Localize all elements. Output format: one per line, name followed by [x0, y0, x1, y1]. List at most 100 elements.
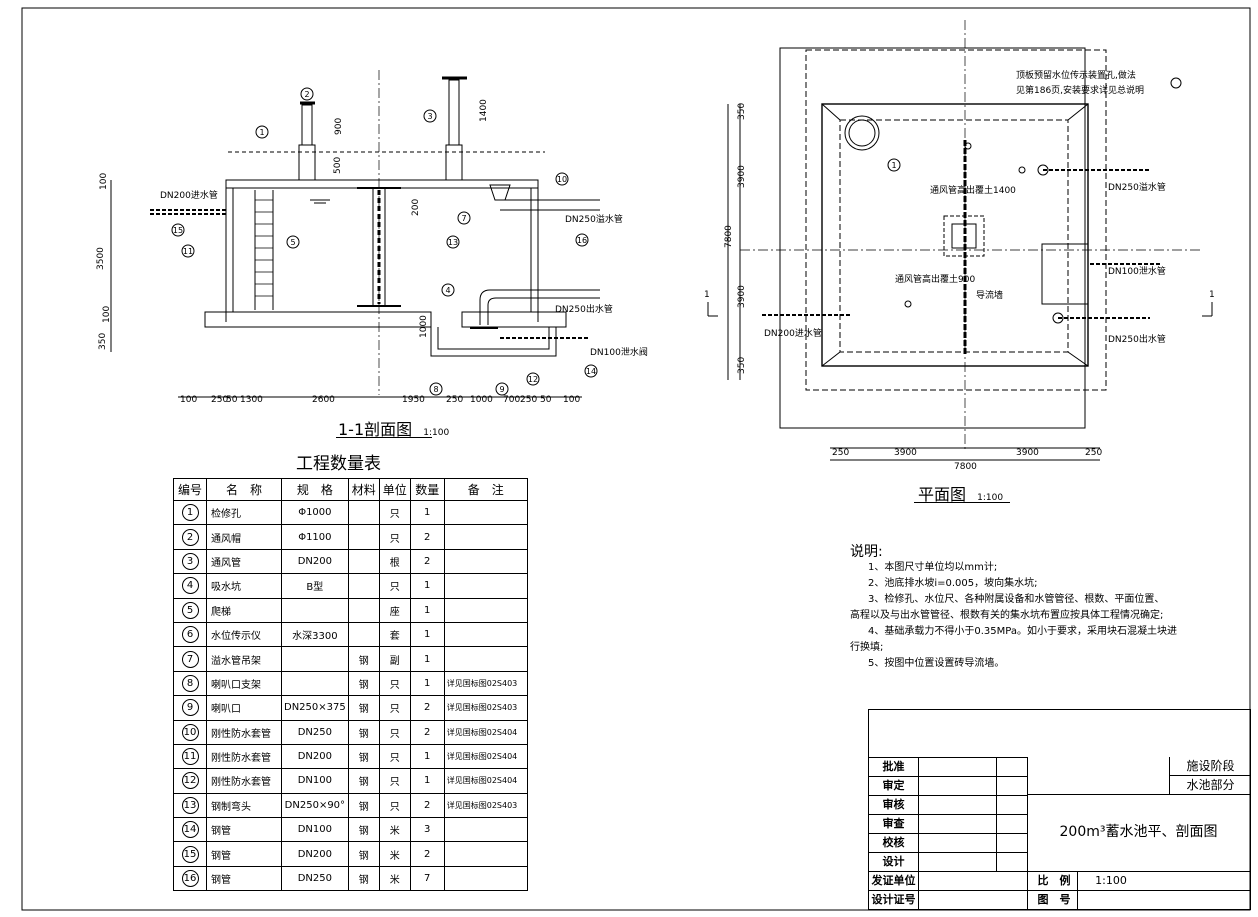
cell-spec: DN200 — [281, 743, 349, 770]
cell-no: 6 — [173, 621, 207, 648]
cell-note: 详见国标图02S404 — [443, 743, 528, 770]
cell-qty: 1 — [409, 646, 445, 672]
cell-name: 钢管 — [206, 841, 282, 867]
callout-15: 15 — [173, 226, 183, 235]
dim-s-50: 50 — [226, 395, 238, 405]
row-number-badge: 10 — [181, 723, 199, 741]
dim-s-100a: 100 — [180, 395, 197, 405]
cell-qty: 1 — [409, 573, 445, 599]
plan-labels: 顶板预留水位传示装置孔,做法 见第186页,安装要求详见总说明 通风管高出覆土1… — [704, 69, 1215, 472]
cell-note — [443, 817, 528, 843]
tb-line-d — [1077, 871, 1078, 909]
lbl-overflow: DN250溢水管 — [565, 213, 623, 225]
cell-no: 9 — [173, 695, 207, 721]
cell-no: 14 — [173, 817, 207, 843]
dim-s-250: 250 — [211, 395, 228, 405]
cell-no: 15 — [173, 841, 207, 867]
cell-no: 8 — [173, 670, 207, 697]
section-view — [110, 70, 600, 398]
plan-scale: 1:100 — [977, 493, 1004, 503]
row-number-badge: 14 — [181, 821, 199, 839]
cell-no: 10 — [173, 719, 207, 745]
callout-13: 13 — [448, 238, 458, 247]
cell-no: 1 — [173, 499, 207, 526]
plan-view — [707, 20, 1213, 461]
notes-block: 说明: 1、本图尺寸单位均以mm计; 2、池底排水坡i=0.005，坡向集水坑;… — [850, 544, 1210, 672]
cell-unit: 米 — [378, 817, 411, 843]
callout-14: 14 — [586, 367, 596, 376]
dim-s-500: 500 — [333, 157, 343, 174]
dim-p-l350: 350 — [737, 103, 747, 120]
cell-name: 爬梯 — [206, 597, 282, 623]
cell-name: 溢水管吊架 — [206, 646, 282, 672]
cell-qty: 2 — [409, 719, 445, 745]
tb-row-3: 审核 — [869, 795, 1027, 814]
th-mat: 材料 — [347, 478, 380, 501]
section-title-text: 1-1剖面图 — [338, 420, 413, 439]
cell-name: 喇叭口支架 — [206, 670, 282, 697]
cell-spec — [281, 670, 349, 697]
cell-unit: 只 — [378, 719, 411, 745]
cell-qty: 2 — [409, 792, 445, 819]
title-block: 批准 审定 审核 审查 校核 设计 发证单位 设计证号 施设阶段 水池部分 20… — [868, 709, 1251, 910]
tb-dwgno-label: 图 号 — [1037, 893, 1071, 906]
tb-label-5: 校核 — [869, 834, 919, 852]
dim-s-l100: 100 — [99, 173, 109, 190]
cell-unit: 只 — [378, 695, 411, 721]
cell-spec: Φ1100 — [281, 524, 349, 550]
note-3: 3、检修孔、水位尺、各种附属设备和水管管径、根数、平面位置、 — [868, 594, 1165, 605]
cell-qty: 3 — [409, 817, 445, 843]
callout-5: 5 — [290, 238, 295, 247]
row-number-badge: 4 — [181, 577, 199, 595]
callout-16: 16 — [577, 236, 587, 245]
plan-title: 平面图 1:100 — [918, 481, 1003, 505]
cell-qty: 2 — [409, 695, 445, 721]
cell-mat: 钢 — [347, 841, 380, 867]
row-number-badge: 12 — [181, 772, 199, 790]
cell-unit: 只 — [378, 499, 411, 526]
tb-row-4: 审查 — [869, 814, 1027, 833]
dim-s-1400: 1400 — [479, 99, 489, 122]
dim-s-1000: 1000 — [470, 395, 493, 405]
cell-name: 喇叭口 — [206, 695, 282, 721]
tb-stage: 施设阶段 — [1170, 757, 1251, 776]
plan-in: DN200进水管 — [764, 327, 822, 339]
note-1: 1、本图尺寸单位均以mm计; — [868, 562, 998, 573]
tb-row-1: 批准 — [869, 757, 1027, 776]
row-number-badge: 5 — [181, 601, 199, 619]
plan-outlet: DN250出水管 — [1108, 333, 1166, 345]
cell-spec — [281, 597, 349, 623]
section-callouts — [171, 87, 598, 396]
section-scale: 1:100 — [423, 428, 450, 438]
cell-note — [443, 841, 528, 867]
tb-divider-0 — [996, 757, 997, 871]
cell-name: 钢管 — [206, 817, 282, 843]
plan-sec-right: 1 — [1209, 290, 1215, 300]
plan-vent1: 通风管高出覆土1400 — [930, 184, 1016, 196]
row-number-badge: 13 — [181, 796, 199, 814]
cell-name: 刚性防水套管 — [206, 719, 282, 745]
th-qty: 数量 — [409, 478, 445, 501]
tb-label-7: 发证单位 — [869, 872, 919, 890]
tb-row-7: 发证单位 — [869, 871, 1027, 890]
cell-mat — [347, 499, 380, 526]
cell-qty: 1 — [409, 597, 445, 623]
callout-11: 11 — [183, 247, 193, 256]
cell-spec: DN250 — [281, 865, 349, 892]
cell-name: 刚性防水套管 — [206, 743, 282, 770]
cell-no: 16 — [173, 865, 207, 892]
tb-label-3: 审核 — [869, 796, 919, 814]
row-number-badge: 16 — [181, 870, 199, 888]
cell-note — [443, 621, 528, 648]
callout-7: 7 — [461, 214, 466, 223]
cell-mat — [347, 548, 380, 575]
cell-no: 5 — [173, 597, 207, 623]
th-no: 编号 — [173, 478, 207, 501]
